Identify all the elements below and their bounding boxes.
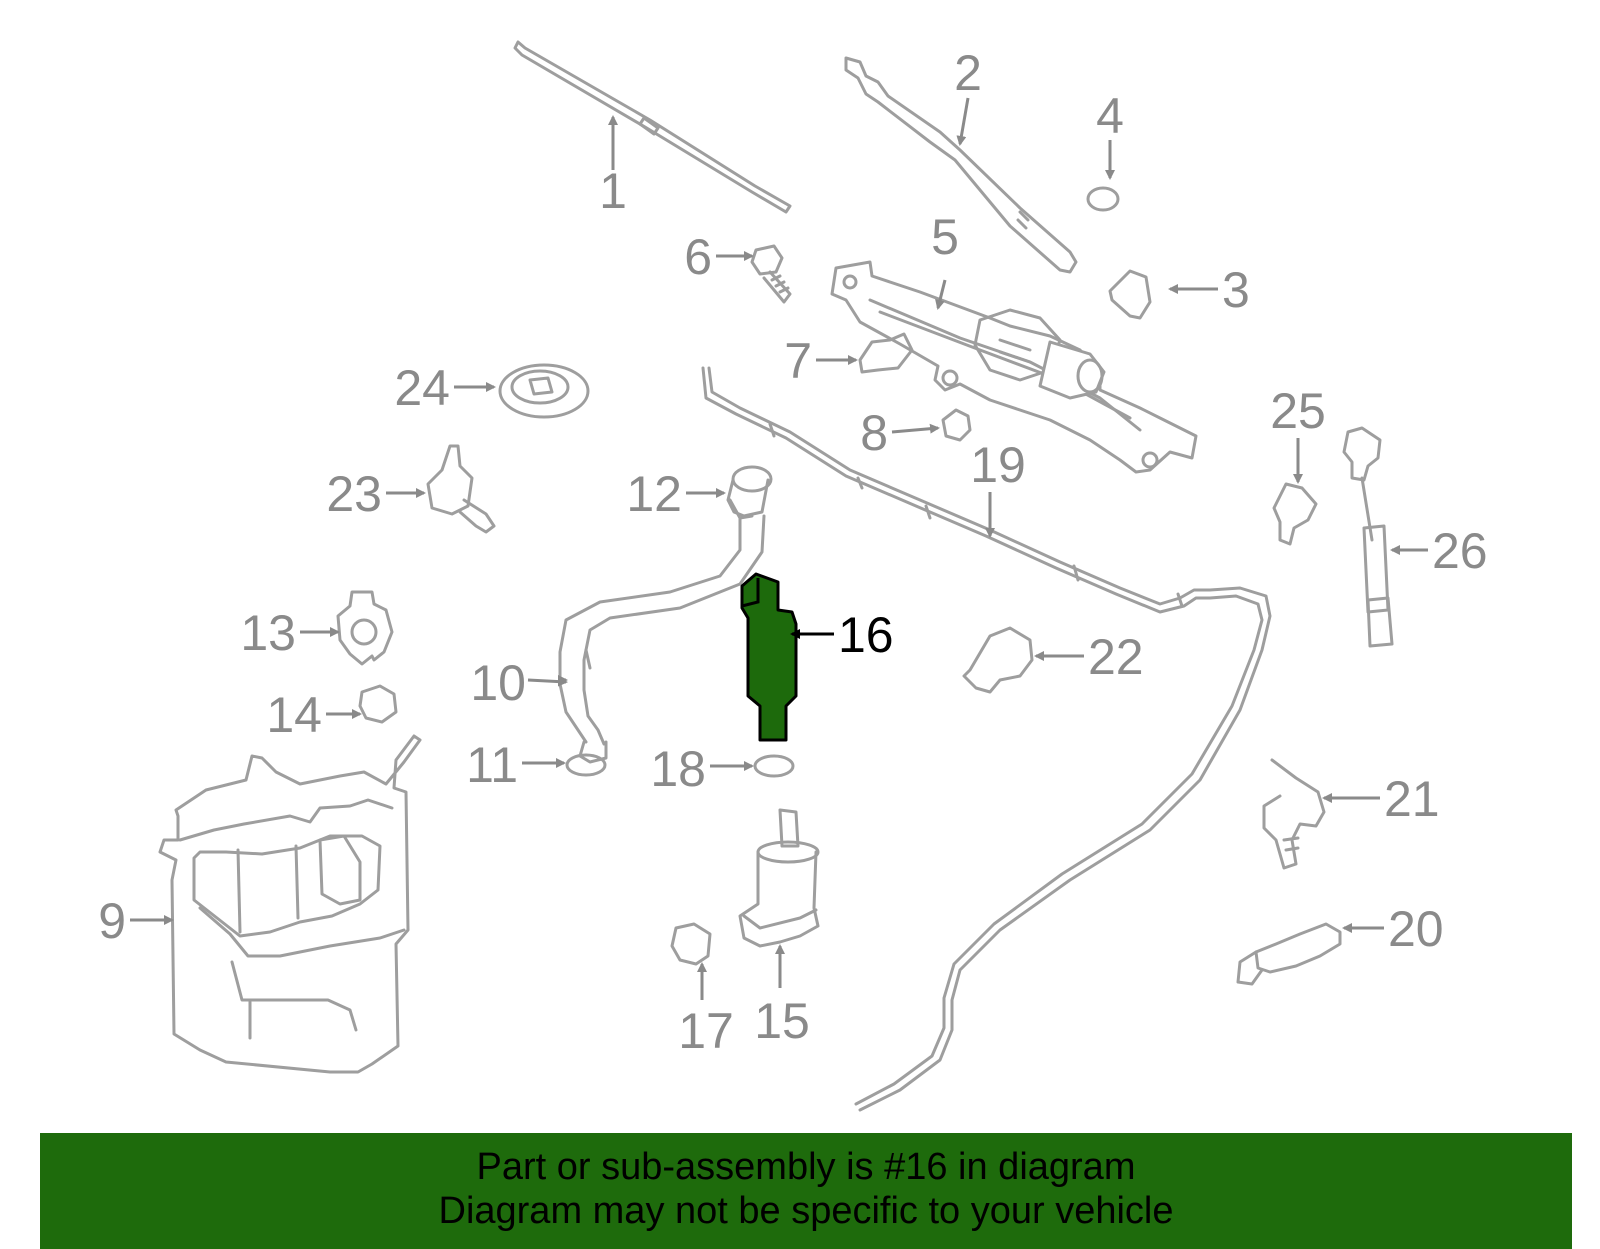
callout-16: 16 [838,607,894,663]
part-6-bolt [750,244,792,304]
part-26-heated-nozzle [1342,426,1394,648]
callout-26: 26 [1432,523,1488,579]
part-16-highlighted [740,572,798,742]
callout-23: 23 [326,466,382,522]
callout-15: 15 [754,993,810,1049]
part-17-grommet [670,922,712,966]
callout-22: 22 [1088,629,1144,685]
callout-1: 1 [599,163,627,219]
part-19-washer-hose [701,366,1272,1112]
callout-labels: 1 2 3 4 5 6 7 8 9 10 11 12 13 14 15 16 1… [98,45,1487,1059]
callout-5: 5 [931,209,959,265]
part-9-reservoir [158,734,422,1074]
callout-24: 24 [394,360,450,416]
callout-3: 3 [1222,262,1250,318]
callout-19: 19 [970,437,1026,493]
callout-10: 10 [470,655,526,711]
part-23-connector [426,444,496,534]
callout-8: 8 [860,405,888,461]
callout-11: 11 [466,737,518,793]
callout-25: 25 [1270,383,1326,439]
part-8-nut [941,408,972,442]
part-4-grommet [1086,186,1120,212]
part-12-filler-neck [726,465,773,520]
part-11-o-ring [565,753,607,777]
part-22-clip [962,626,1034,694]
leader-lines [130,97,1428,1000]
part-2-wiper-arm [844,56,1078,274]
callout-18: 18 [650,741,706,797]
callout-21: 21 [1384,771,1440,827]
callout-2: 2 [954,45,982,101]
callout-6: 6 [684,229,712,285]
callout-9: 9 [98,893,126,949]
callout-13: 13 [240,605,296,661]
part-25-nozzle [1272,482,1318,546]
part-15-washer-pump [738,808,820,948]
callout-7: 7 [784,333,812,389]
part-3-cap [1108,269,1152,320]
part-10-filler-tube [558,514,766,764]
part-1-wiper-blade [513,40,792,214]
part-7-bracket [858,332,914,374]
callout-17: 17 [678,1003,734,1059]
part-13-level-sensor [336,590,394,666]
callout-20: 20 [1388,901,1444,957]
part-5-wiper-linkage-motor [830,260,1198,474]
part-14-grommet [358,684,398,724]
banner-line-part: Part or sub-assembly is #16 in diagram [476,1146,1136,1188]
callout-14: 14 [266,687,322,743]
banner-line-disclaimer: Diagram may not be specific to your vehi… [438,1190,1174,1232]
callout-4: 4 [1096,88,1124,144]
callout-12: 12 [626,466,682,522]
part-21-hose-clip [1262,758,1326,870]
part-18-o-ring [753,754,795,778]
part-20-connector [1236,922,1342,986]
info-banner: Part or sub-assembly is #16 in diagram D… [40,1133,1572,1249]
part-24-grommet [498,363,590,419]
